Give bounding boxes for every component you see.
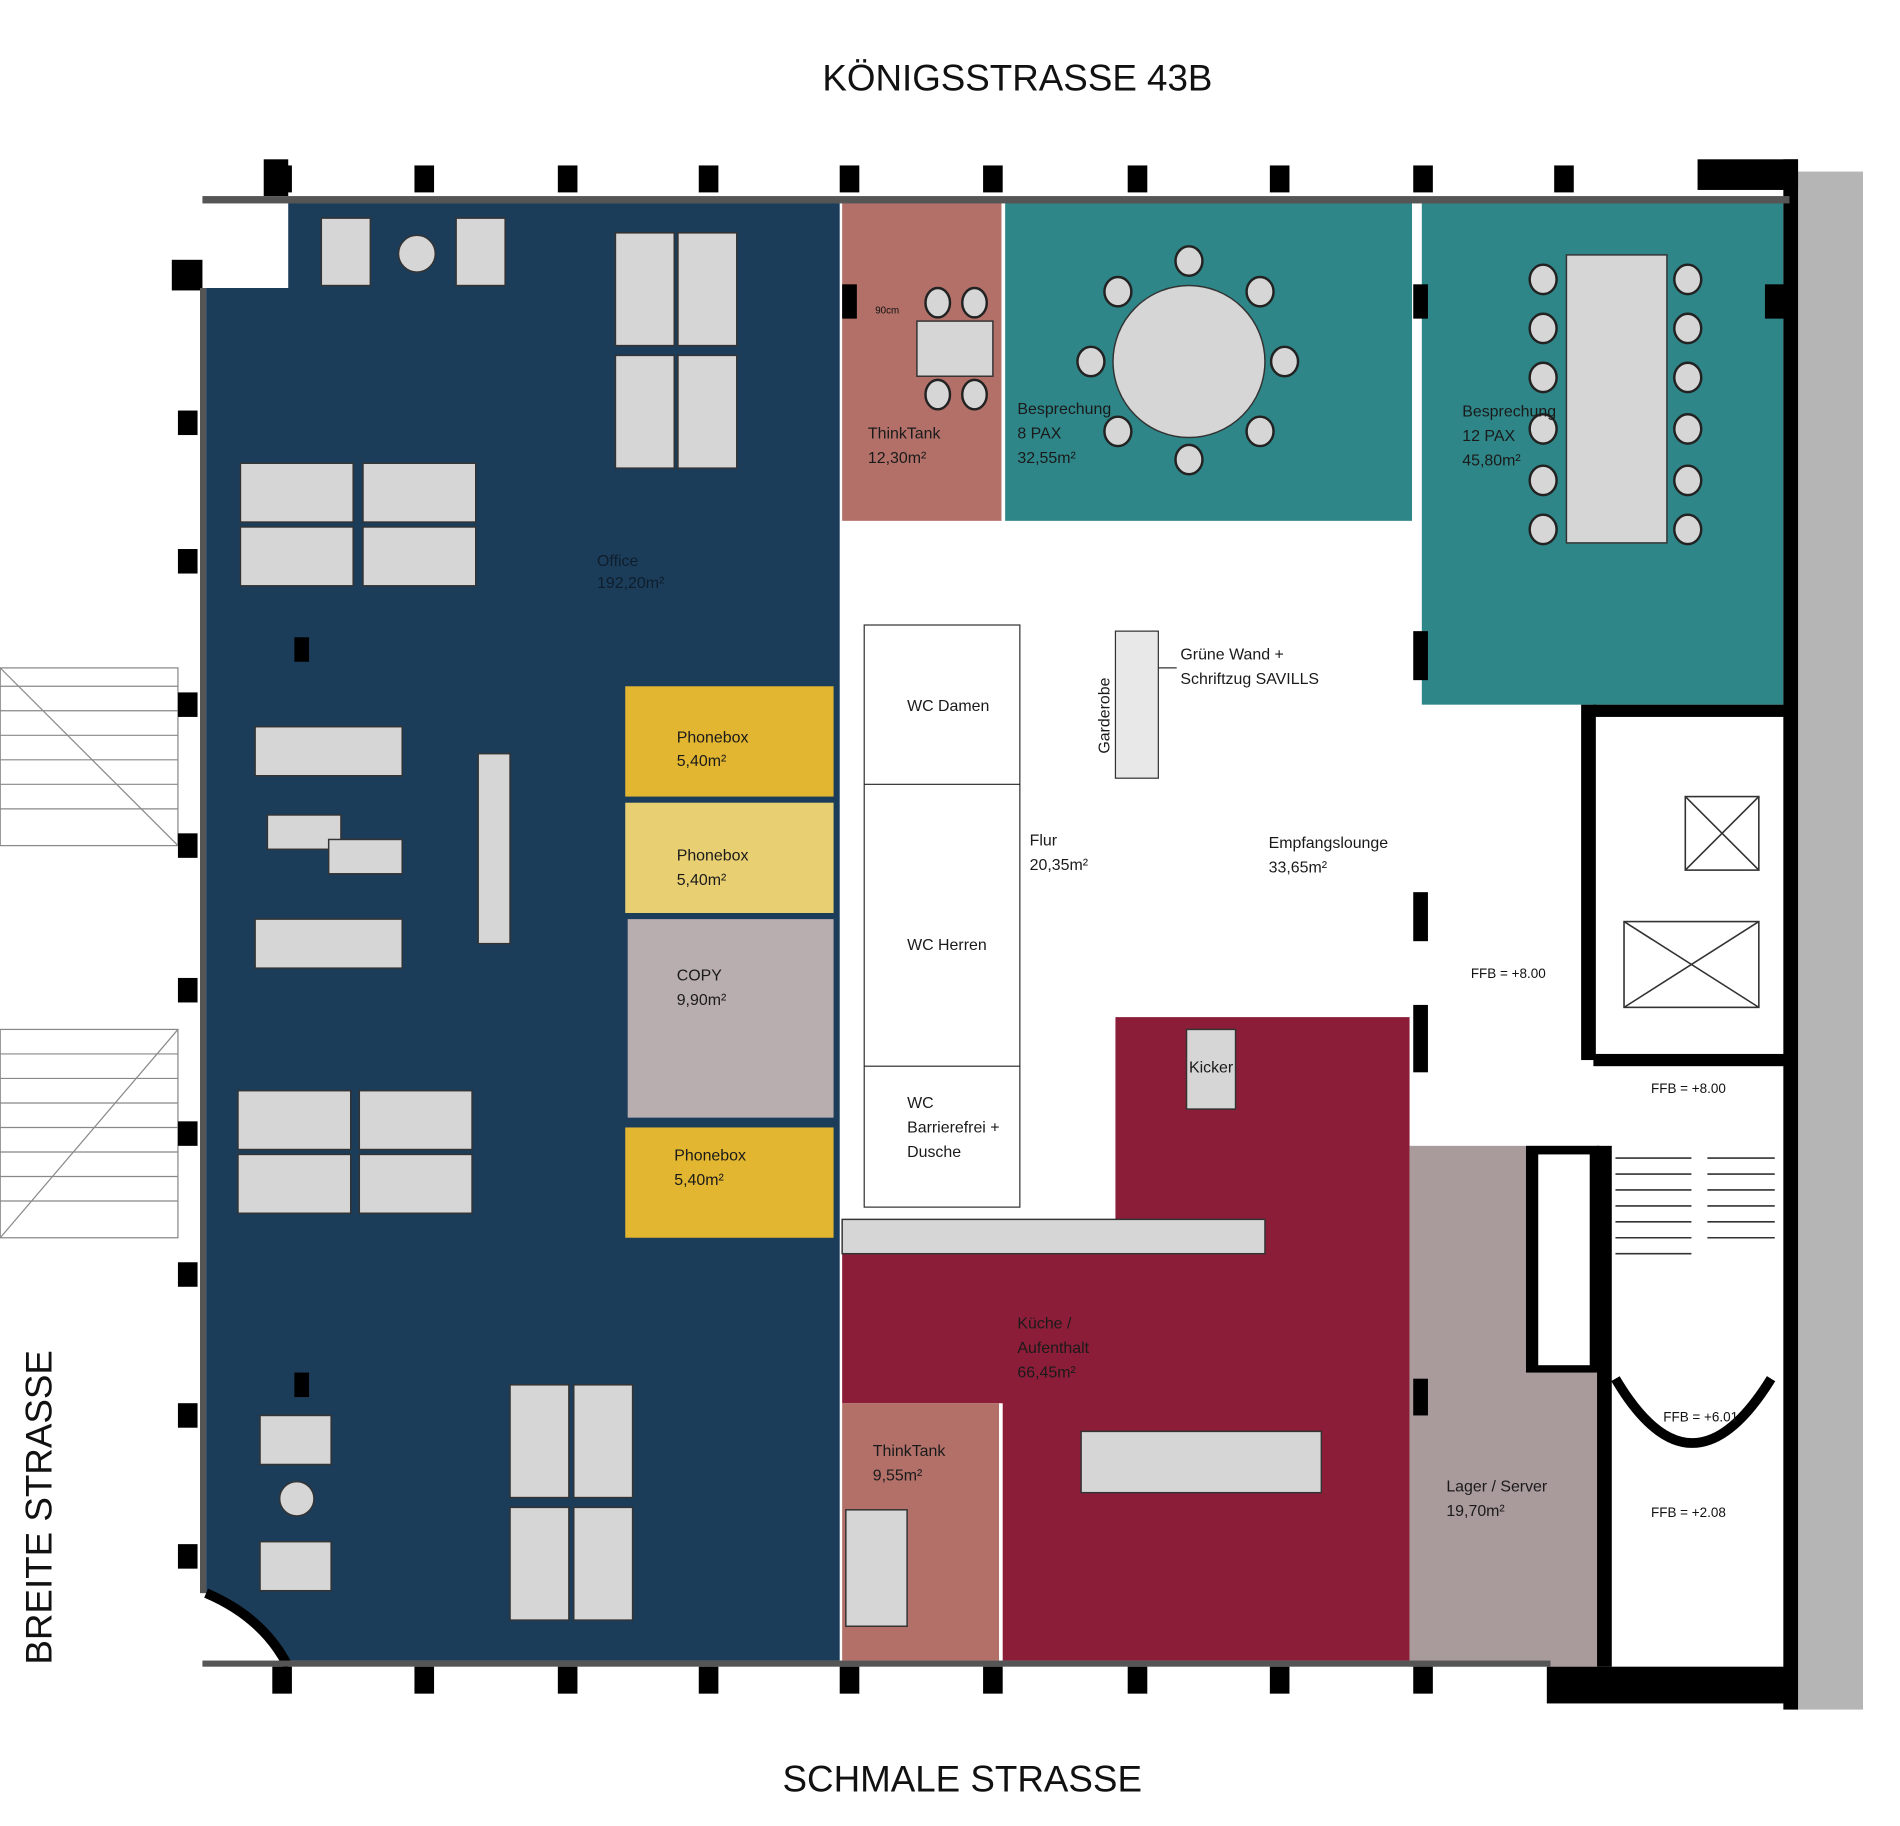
office-furniture bbox=[237, 217, 738, 1621]
room-copy bbox=[627, 919, 834, 1118]
svg-text:32,55m²: 32,55m² bbox=[1017, 450, 1075, 467]
room-label-kitchen: Küche / Aufenthalt 66,45m² bbox=[1017, 1315, 1089, 1381]
room-label-phonebox-3: Phonebox 5,40m² bbox=[674, 1148, 746, 1190]
room-label-storage: Lager / Server 19,70m² bbox=[1446, 1478, 1548, 1520]
room-label-meeting-8: Besprechung 8 PAX 32,55m² bbox=[1017, 401, 1111, 467]
svg-text:WC: WC bbox=[907, 1095, 934, 1112]
svg-text:45,80m²: 45,80m² bbox=[1462, 453, 1520, 470]
svg-text:66,45m²: 66,45m² bbox=[1017, 1364, 1075, 1381]
svg-text:19,70m²: 19,70m² bbox=[1446, 1503, 1504, 1520]
svg-text:ThinkTank: ThinkTank bbox=[868, 426, 941, 443]
street-label-bottom: SCHMALE STRASSE bbox=[783, 1759, 1142, 1800]
wc-block bbox=[863, 624, 1159, 1208]
street-label-left: BREITE STRASSE bbox=[19, 1350, 60, 1665]
room-label-flur: Flur 20,35m² bbox=[1030, 833, 1088, 875]
room-label-copy: COPY 9,90m² bbox=[677, 967, 727, 1009]
svg-text:COPY: COPY bbox=[677, 967, 723, 984]
svg-text:Dusche: Dusche bbox=[907, 1144, 961, 1161]
svg-text:Besprechung: Besprechung bbox=[1462, 404, 1556, 421]
svg-text:9,90m²: 9,90m² bbox=[677, 992, 727, 1009]
svg-text:Küche /: Küche / bbox=[1017, 1315, 1072, 1332]
svg-text:Flur: Flur bbox=[1030, 833, 1058, 850]
room-kitchen bbox=[842, 1017, 1410, 1661]
svg-text:12,30m²: 12,30m² bbox=[868, 450, 926, 467]
svg-text:Office: Office bbox=[597, 553, 638, 570]
room-label-wc-barrierefrei: WC Barrierefrei + Dusche bbox=[907, 1095, 999, 1161]
room-label-meeting-12: Besprechung 12 PAX 45,80m² bbox=[1462, 404, 1556, 470]
svg-text:Phonebox: Phonebox bbox=[677, 847, 749, 864]
room-label-thinktank-2: ThinkTank 9,55m² bbox=[873, 1443, 946, 1485]
level-marker: FFB = +8.00 bbox=[1471, 966, 1546, 981]
room-phonebox-3 bbox=[625, 1127, 834, 1238]
room-label-lounge: Empfangslounge 33,65m² bbox=[1269, 835, 1389, 877]
street-label-top: KÖNIGSSTRASSE 43B bbox=[822, 58, 1212, 99]
room-label-wc-damen: WC Damen bbox=[907, 698, 989, 715]
pillars bbox=[177, 165, 1788, 1694]
svg-text:ThinkTank: ThinkTank bbox=[873, 1443, 946, 1460]
svg-text:Barrierefrei +: Barrierefrei + bbox=[907, 1119, 999, 1136]
svg-text:8 PAX: 8 PAX bbox=[1017, 426, 1061, 443]
svg-text:12 PAX: 12 PAX bbox=[1462, 428, 1515, 445]
room-phonebox-1 bbox=[625, 686, 834, 797]
exterior-hatch bbox=[0, 667, 179, 1239]
room-label-thinktank-1: ThinkTank 12,30m² 90cm bbox=[868, 306, 941, 468]
svg-text:33,65m²: 33,65m² bbox=[1269, 860, 1327, 877]
room-label-phonebox-2: Phonebox 5,40m² bbox=[677, 847, 749, 889]
level-marker: FFB = +2.08 bbox=[1651, 1505, 1726, 1520]
meeting-furniture bbox=[916, 245, 1703, 546]
room-label-phonebox-1: Phonebox 5,40m² bbox=[677, 730, 749, 770]
label-kicker: Kicker bbox=[1189, 1059, 1234, 1076]
label-garderobe: Garderobe bbox=[1096, 677, 1113, 753]
svg-text:Besprechung: Besprechung bbox=[1017, 401, 1111, 418]
svg-text:5,40m²: 5,40m² bbox=[674, 1172, 724, 1189]
svg-text:Phonebox: Phonebox bbox=[674, 1148, 746, 1165]
svg-text:Aufenthalt: Aufenthalt bbox=[1017, 1340, 1089, 1357]
room-label-office: Office 192,20m² bbox=[597, 553, 664, 592]
svg-text:5,40m²: 5,40m² bbox=[677, 753, 727, 770]
neighbour-building bbox=[1791, 171, 1863, 1710]
walls bbox=[171, 159, 1799, 1710]
staircase bbox=[1611, 795, 1776, 1448]
room-label-wc-herren: WC Herren bbox=[907, 937, 987, 954]
svg-text:90cm: 90cm bbox=[875, 306, 899, 317]
room-phonebox-2 bbox=[625, 802, 834, 913]
level-marker: FFB = +6.01 bbox=[1663, 1410, 1738, 1425]
svg-text:9,55m²: 9,55m² bbox=[873, 1467, 923, 1484]
svg-text:Grüne Wand +: Grüne Wand + bbox=[1180, 646, 1283, 663]
level-marker: FFB = +8.00 bbox=[1651, 1081, 1726, 1096]
svg-text:Empfangslounge: Empfangslounge bbox=[1269, 835, 1389, 852]
svg-text:Lager / Server: Lager / Server bbox=[1446, 1478, 1548, 1495]
kitchen-furniture bbox=[841, 1028, 1323, 1627]
svg-text:Phonebox: Phonebox bbox=[677, 730, 749, 747]
label-green-wall: Grüne Wand + Schriftzug SAVILLS bbox=[1158, 646, 1319, 688]
svg-text:20,35m²: 20,35m² bbox=[1030, 857, 1088, 874]
svg-text:5,40m²: 5,40m² bbox=[677, 872, 727, 889]
svg-text:192,20m²: 192,20m² bbox=[597, 575, 664, 592]
svg-text:Schriftzug SAVILLS: Schriftzug SAVILLS bbox=[1180, 671, 1319, 688]
